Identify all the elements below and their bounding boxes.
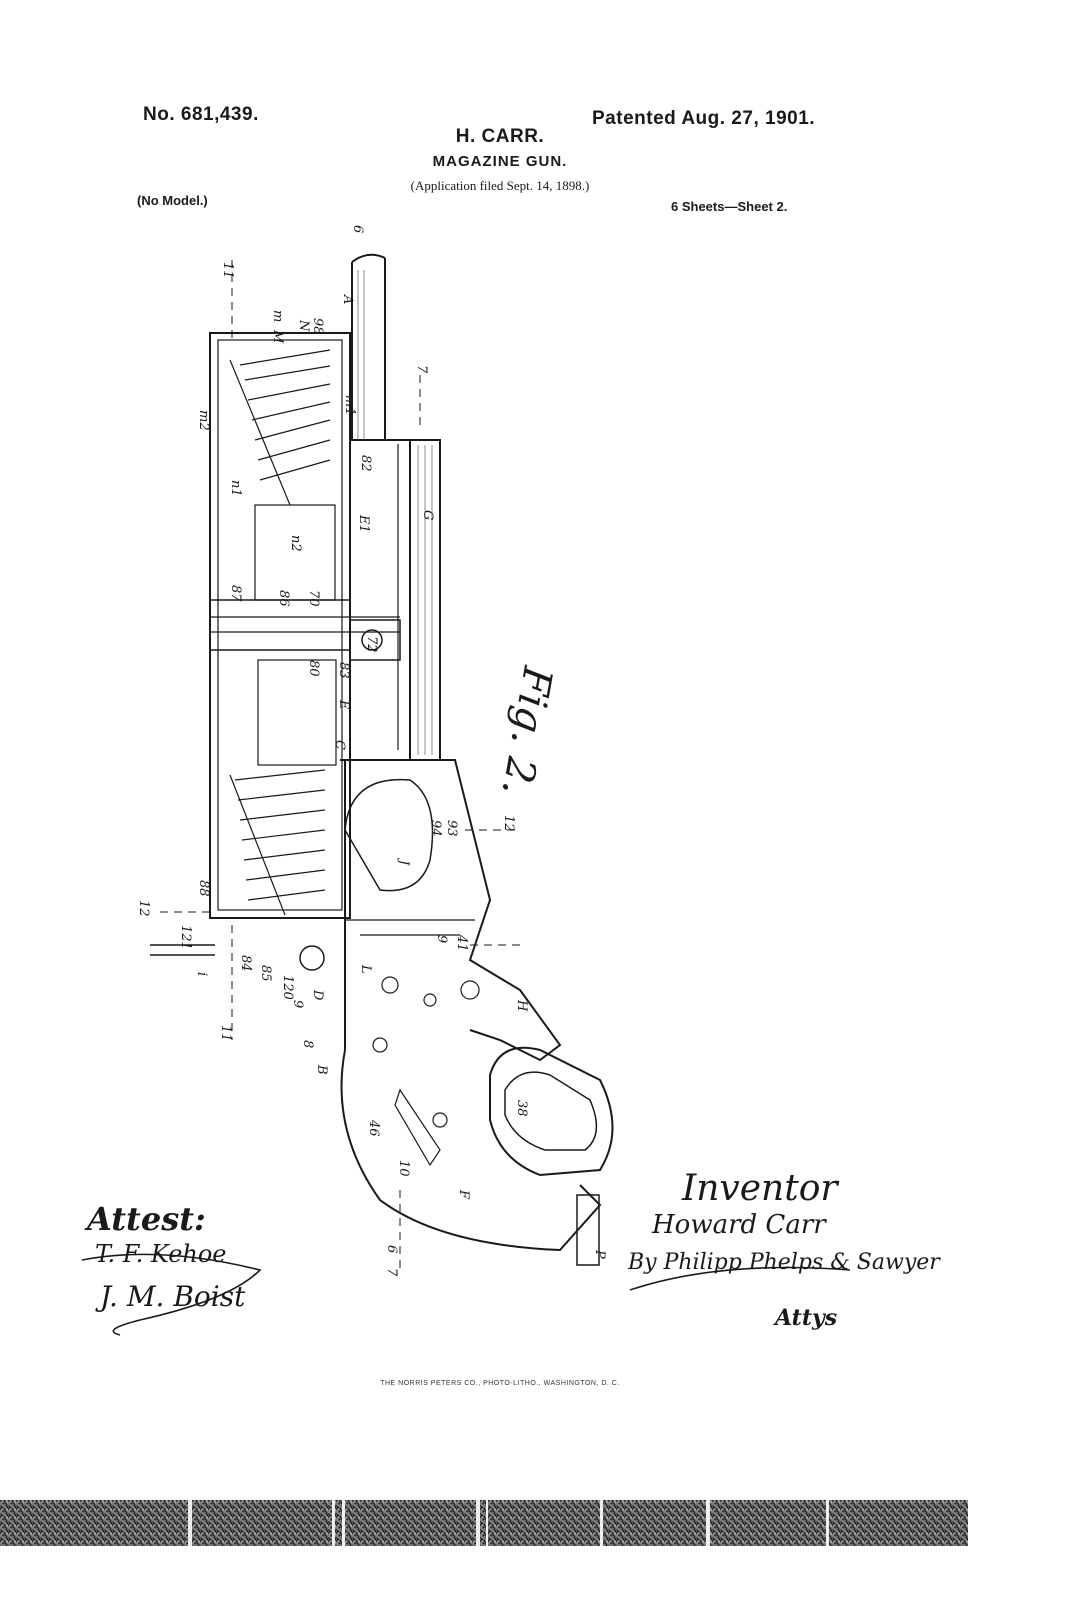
patent-drawing: 11 6 A m M N 98 7 m1 82 m2 n1 n2 E1 G 87… bbox=[81, 225, 851, 1336]
ref-label: 6 bbox=[384, 1245, 399, 1253]
ref-label: 12 bbox=[136, 900, 151, 917]
ref-label: L bbox=[358, 964, 373, 974]
witness-signature-1: T. F. Kehoe bbox=[95, 1240, 227, 1268]
printer-imprint: THE NORRIS PETERS CO., PHOTO-LITHO., WAS… bbox=[380, 1380, 620, 1387]
ref-label: 7 bbox=[384, 1268, 399, 1277]
ref-label: 88 bbox=[196, 880, 211, 897]
ref-label: E1 bbox=[356, 514, 371, 533]
ref-label: 70 bbox=[306, 590, 321, 607]
ref-label: m2 bbox=[196, 410, 211, 431]
ref-label: 41 bbox=[454, 934, 469, 952]
ref-label: 38 bbox=[514, 1100, 529, 1117]
ref-label: 12 bbox=[501, 815, 516, 832]
ref-label: P bbox=[592, 1249, 607, 1259]
ref-label: 80 bbox=[306, 660, 321, 677]
ref-label: 84 bbox=[238, 955, 253, 972]
ref-label: J bbox=[396, 857, 411, 866]
witness-signature-2: J. M. Boist bbox=[100, 1280, 246, 1313]
ref-label: H bbox=[514, 999, 529, 1012]
ref-label: 98 bbox=[310, 318, 325, 335]
ref-label: 120 bbox=[280, 975, 295, 1000]
ref-label: m1 bbox=[342, 395, 357, 416]
ref-label: F bbox=[456, 1189, 471, 1200]
ref-label: 72 bbox=[364, 636, 379, 653]
model-note: (No Model.) bbox=[137, 193, 208, 208]
ref-label: D bbox=[310, 989, 325, 1001]
ref-label: 10 bbox=[396, 1160, 411, 1177]
ref-label: 94 bbox=[428, 820, 443, 837]
barrel-shading bbox=[357, 270, 433, 755]
sheet-count: 6 Sheets—Sheet 2. bbox=[671, 199, 788, 214]
ref-label: n2 bbox=[288, 535, 303, 552]
application-filed: (Application filed Sept. 14, 1898.) bbox=[410, 178, 590, 193]
ref-label: C bbox=[332, 740, 347, 750]
inventor-label: Inventor bbox=[682, 1168, 838, 1209]
invention-title: MAGAZINE GUN. bbox=[432, 153, 568, 170]
signature-flourishes bbox=[81, 1253, 851, 1336]
patent-number: No. 681,439. bbox=[143, 104, 259, 125]
reference-labels: 11 6 A m M N 98 7 m1 82 m2 n1 n2 E1 G 87… bbox=[136, 225, 607, 1277]
ref-label: 11 bbox=[218, 1025, 233, 1042]
ref-label: i bbox=[194, 972, 209, 976]
ref-label: 9 bbox=[434, 935, 449, 943]
inventor-name: H. CARR. bbox=[455, 126, 545, 147]
ref-label: 11 bbox=[220, 262, 235, 279]
ref-label: 85 bbox=[258, 965, 273, 982]
ref-label: 8 bbox=[300, 1040, 315, 1048]
ref-label: B bbox=[314, 1064, 329, 1075]
ref-label: 7 bbox=[414, 365, 429, 374]
ref-label: 83 bbox=[336, 662, 351, 679]
attest-label: Attest: bbox=[87, 1200, 206, 1238]
ref-label: M bbox=[270, 329, 285, 344]
inventor-signature: Howard Carr bbox=[652, 1210, 826, 1240]
ref-label: 9 bbox=[290, 1000, 305, 1008]
ref-label: 6 bbox=[350, 225, 365, 233]
ref-label: A bbox=[340, 294, 355, 304]
attorney-signature: By Philipp Phelps & Sawyer bbox=[628, 1250, 940, 1275]
ref-label: 82 bbox=[358, 455, 373, 472]
ref-label: m bbox=[270, 310, 285, 322]
ref-label: 46 bbox=[366, 1119, 381, 1137]
patent-date: Patented Aug. 27, 1901. bbox=[592, 108, 816, 129]
scan-edge-strip bbox=[0, 1500, 968, 1546]
gun-outline bbox=[150, 253, 614, 1270]
ref-label: N bbox=[296, 319, 311, 332]
ref-label: 121 bbox=[178, 925, 193, 950]
ref-label: 93 bbox=[444, 820, 459, 837]
ref-label: G bbox=[420, 510, 435, 520]
ref-label: E bbox=[336, 699, 351, 710]
ref-label: 86 bbox=[276, 590, 291, 607]
attorneys-label: Attys bbox=[775, 1305, 838, 1331]
ref-label: n1 bbox=[228, 480, 243, 497]
figure-label: Fig. 2. bbox=[493, 662, 561, 799]
ref-label: 87 bbox=[228, 585, 243, 602]
